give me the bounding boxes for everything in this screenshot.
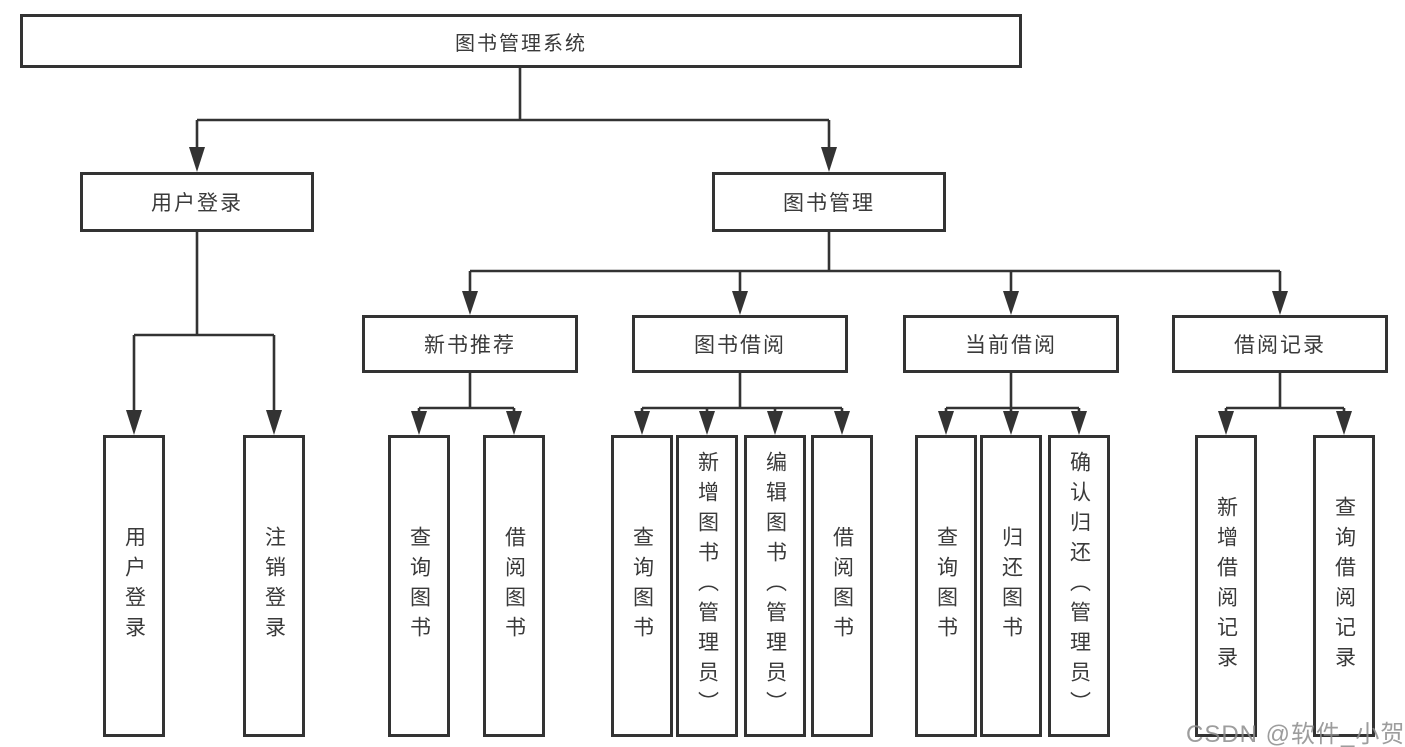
leaf-logout: 注销登录: [243, 435, 305, 737]
leaf-query-books-1: 查询图书: [388, 435, 450, 737]
connector-book-borrow-children: [640, 373, 844, 415]
connector-book-mgmt-children: [468, 232, 1282, 295]
leaf-edit-book-admin: 编辑图书（管理员）: [744, 435, 806, 737]
node-user-login: 用户登录: [80, 172, 314, 232]
connector-new-book-children: [417, 373, 516, 415]
connector-current-borrow-children: [944, 373, 1081, 415]
connector-borrow-record-children: [1224, 373, 1346, 415]
node-current-borrowing: 当前借阅: [903, 315, 1119, 373]
leaf-query-borrow-record: 查询借阅记录: [1313, 435, 1375, 737]
leaf-add-borrow-record: 新增借阅记录: [1195, 435, 1257, 737]
node-book-management: 图书管理: [712, 172, 946, 232]
leaf-confirm-return-admin: 确认归还（管理员）: [1048, 435, 1110, 737]
node-book-borrowing: 图书借阅: [632, 315, 848, 373]
leaf-user-login: 用户登录: [103, 435, 165, 737]
node-borrowing-records: 借阅记录: [1172, 315, 1388, 373]
leaf-return-book: 归还图书: [980, 435, 1042, 737]
node-new-book-recommend: 新书推荐: [362, 315, 578, 373]
connector-user-login-children: [132, 232, 276, 415]
leaf-borrow-books-2: 借阅图书: [811, 435, 873, 737]
node-library-system: 图书管理系统: [20, 14, 1022, 68]
leaf-borrow-books-1: 借阅图书: [483, 435, 545, 737]
leaf-query-books-3: 查询图书: [915, 435, 977, 737]
leaf-query-books-2: 查询图书: [611, 435, 673, 737]
leaf-add-book-admin: 新增图书（管理员）: [676, 435, 738, 737]
connector-root-to-level2: [195, 68, 831, 152]
